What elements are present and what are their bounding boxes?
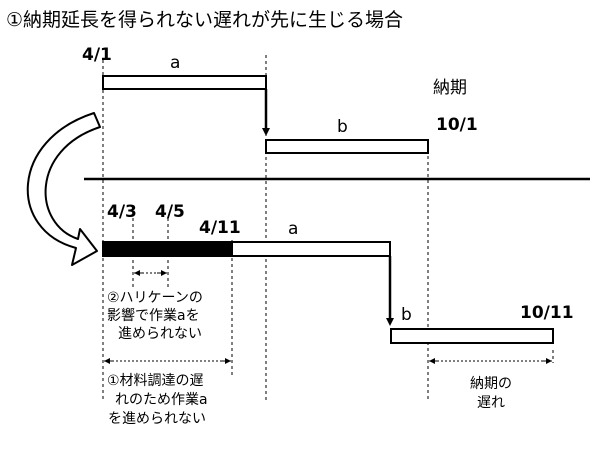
top-task-b-label: b bbox=[337, 117, 348, 137]
diagram-title: ①納期延長を得られない遅れが先に生じる場合 bbox=[6, 9, 403, 31]
top-task-a-bar bbox=[102, 75, 267, 90]
bottom-task-b-bar bbox=[390, 328, 554, 344]
bottom-task-b-label: b bbox=[401, 305, 412, 325]
deadline-delay-note-line-1: 納期の bbox=[470, 376, 512, 392]
deadline-delay-note-line-2: 遅れ bbox=[477, 395, 505, 411]
bottom-task-a-bar bbox=[231, 241, 391, 257]
top-start-date: 4/1 bbox=[82, 45, 112, 65]
hurricane-note-line-3: 進められない bbox=[118, 326, 202, 342]
hurricane-note-line-1: ②ハリケーンの bbox=[107, 290, 203, 306]
material-note-line-1: ①材料調達の遅 bbox=[107, 373, 204, 389]
bottom-date-4-11: 4/11 bbox=[199, 218, 241, 238]
shift-curved-arrow bbox=[26, 112, 101, 266]
material-note-line-3: を進められない bbox=[108, 411, 206, 427]
hurricane-note-line-2: 影響で作業aを bbox=[107, 307, 200, 324]
bottom-date-4-5: 4/5 bbox=[155, 202, 185, 222]
bottom-date-4-3: 4/3 bbox=[107, 202, 137, 222]
top-task-a-label: a bbox=[170, 53, 180, 73]
bottom-end-date: 10/11 bbox=[520, 303, 574, 323]
top-task-b-bar bbox=[265, 139, 429, 154]
material-note-line-2: れのため作業a bbox=[115, 392, 208, 408]
top-deadline-label: 納期 bbox=[433, 78, 467, 98]
bottom-delay-bar bbox=[102, 241, 233, 257]
top-deadline-date: 10/1 bbox=[436, 115, 478, 135]
bottom-task-a-label: a bbox=[288, 219, 298, 239]
